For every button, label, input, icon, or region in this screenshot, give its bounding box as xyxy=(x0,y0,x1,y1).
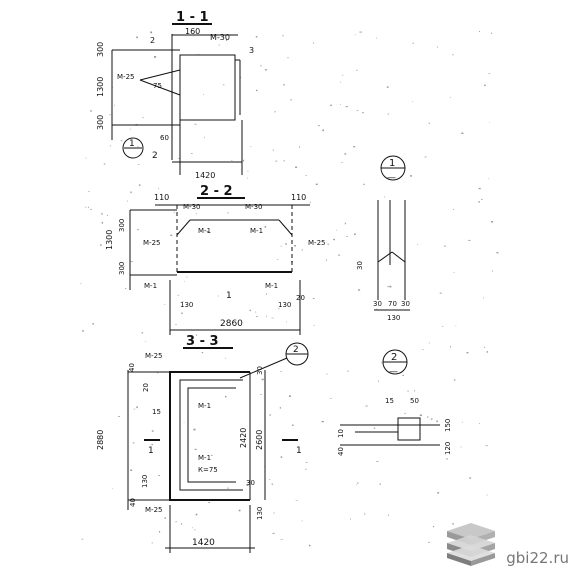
dim-300-top: 300 xyxy=(96,42,105,57)
dim-15-d2: 15 xyxy=(385,397,394,405)
dim-75: 75 xyxy=(153,82,162,90)
detail-1: 1 — 30 30 70 30 130 xyxy=(356,155,410,322)
cut-1-left: 1 xyxy=(148,446,154,456)
section-2-2: 2 - 2 110 110 М-30 М-30 М-1 М-1 М-25 М-2… xyxy=(105,184,325,335)
label-m25-3b: М-25 xyxy=(145,506,162,514)
dim-2-b: 2 xyxy=(152,151,158,161)
dim-130-3b: 130 xyxy=(256,507,264,520)
label-m1-3a: М-1 xyxy=(198,402,211,410)
dim-110-l: 110 xyxy=(154,193,169,202)
dim-2880: 2880 xyxy=(96,430,105,450)
section-1-1-leader-m25 xyxy=(139,69,181,81)
dim-10-d2: 10 xyxy=(337,429,345,438)
dim-30-d1: 30 xyxy=(356,261,364,270)
section-1-1-wall xyxy=(179,54,236,121)
section-3-3-title: 3 - 3 xyxy=(186,334,219,349)
label-m30-2b: М-30 xyxy=(245,203,262,211)
dim-40-d2: 40 xyxy=(337,447,345,456)
dim-2600: 2600 xyxy=(255,430,264,450)
detail-2-num: 2 xyxy=(391,352,397,363)
label-m1-2c: М-1 xyxy=(144,282,157,290)
dim-130-2b: 130 xyxy=(278,301,291,309)
scan-noise xyxy=(80,31,499,550)
label-m1-2a: М-1 xyxy=(198,227,211,235)
detail-1-chamfer xyxy=(377,251,393,263)
detail-1-chamfer-r xyxy=(391,251,406,263)
dim-130-d1: 130 xyxy=(387,314,400,322)
detail-2: 2 — 15 50 10 40 150 120 xyxy=(337,349,452,456)
section-2-2-title: 2 - 2 xyxy=(200,184,233,199)
detail-1-num: 1 xyxy=(389,158,395,169)
callout-1-left xyxy=(122,137,144,159)
dim-80-d2: 50 xyxy=(410,397,419,405)
dim-300-2a: 300 xyxy=(118,219,126,232)
section-3-3-inner xyxy=(179,379,243,491)
label-m1-2b: М-1 xyxy=(250,227,263,235)
dim-2420: 2420 xyxy=(239,428,248,448)
section-3-3-inner2 xyxy=(187,387,236,483)
section-3-3: 3 - 3 2 М-25 М-25 М-1 М-1 К=75 2880 2600… xyxy=(96,334,309,553)
dim-120-d2: 120 xyxy=(444,442,452,455)
dim-160: 160 xyxy=(185,27,200,36)
dim-130-2a: 130 xyxy=(180,301,193,309)
label-m1-3b: М-1 xyxy=(198,454,211,462)
section-2-2-haunch-l xyxy=(176,219,191,236)
dim-1420-3: 1420 xyxy=(192,538,215,548)
dim-3: 3 xyxy=(249,46,254,55)
label-m25-2b: М-25 xyxy=(308,239,325,247)
dim-2-a: 2 xyxy=(150,36,155,45)
dim-1300-2: 1300 xyxy=(105,230,114,250)
cut-1-right: 1 xyxy=(296,446,302,456)
label-m25-3a: М-25 xyxy=(145,352,162,360)
section-1-1-title: 1 - 1 xyxy=(176,10,209,25)
dim-20-2: 20 xyxy=(296,294,305,302)
label-m30-2a: М-30 xyxy=(183,203,200,211)
detail-1-minus: — xyxy=(387,173,396,183)
dim-300-bot: 300 xyxy=(96,115,105,130)
cut-1-a: 1 xyxy=(226,291,232,301)
dim-15-3: 15 xyxy=(152,408,161,416)
section-1-1: 1 - 1 300 1300 300 М-25 75 2 160 М-30 3 … xyxy=(96,10,254,180)
label-m30-1: М-30 xyxy=(210,33,230,42)
detail-2-minus: — xyxy=(389,367,398,377)
dim-1300: 1300 xyxy=(96,77,105,97)
dim-40-3b: 40 xyxy=(129,498,137,507)
dim-150-d2: 150 xyxy=(444,419,452,432)
dim-30-d1b: 30 xyxy=(373,300,382,308)
dim-30-d1c: 30 xyxy=(401,300,410,308)
watermark-site: gbi22.ru xyxy=(506,549,569,567)
watermark: gbi22.ru xyxy=(442,521,569,567)
dim-110-r: 110 xyxy=(291,193,306,202)
dim-40-3a: 40 xyxy=(128,363,136,372)
label-m25-2a: М-25 xyxy=(143,239,160,247)
detail-2-block xyxy=(397,417,421,441)
label-m25-1: М-25 xyxy=(117,73,134,81)
label-m1-2d: М-1 xyxy=(265,282,278,290)
dim-300-2b: 300 xyxy=(118,262,126,275)
callout-1-left-num: 1 xyxy=(129,139,135,149)
section-3-3-outer xyxy=(169,371,250,501)
dim-60-1: 60 xyxy=(160,134,169,142)
callout-2-main-num: 2 xyxy=(293,345,299,355)
stack-logo-icon xyxy=(447,523,496,566)
dim-80-3: 20 xyxy=(142,383,150,392)
dim-2860: 2860 xyxy=(220,319,243,329)
label-k75: К=75 xyxy=(198,466,218,474)
dim-1420-1: 1420 xyxy=(195,171,215,180)
section-1-1-leader2 xyxy=(139,79,181,96)
dim-70-d1: 70 xyxy=(388,300,397,308)
section-2-2-haunch-r xyxy=(278,219,293,236)
dim-30-3: 30 xyxy=(246,479,255,487)
dim-130-3: 130 xyxy=(141,475,149,488)
callout-2-leader xyxy=(239,357,288,379)
dim-30-3c: 30 xyxy=(256,366,264,375)
